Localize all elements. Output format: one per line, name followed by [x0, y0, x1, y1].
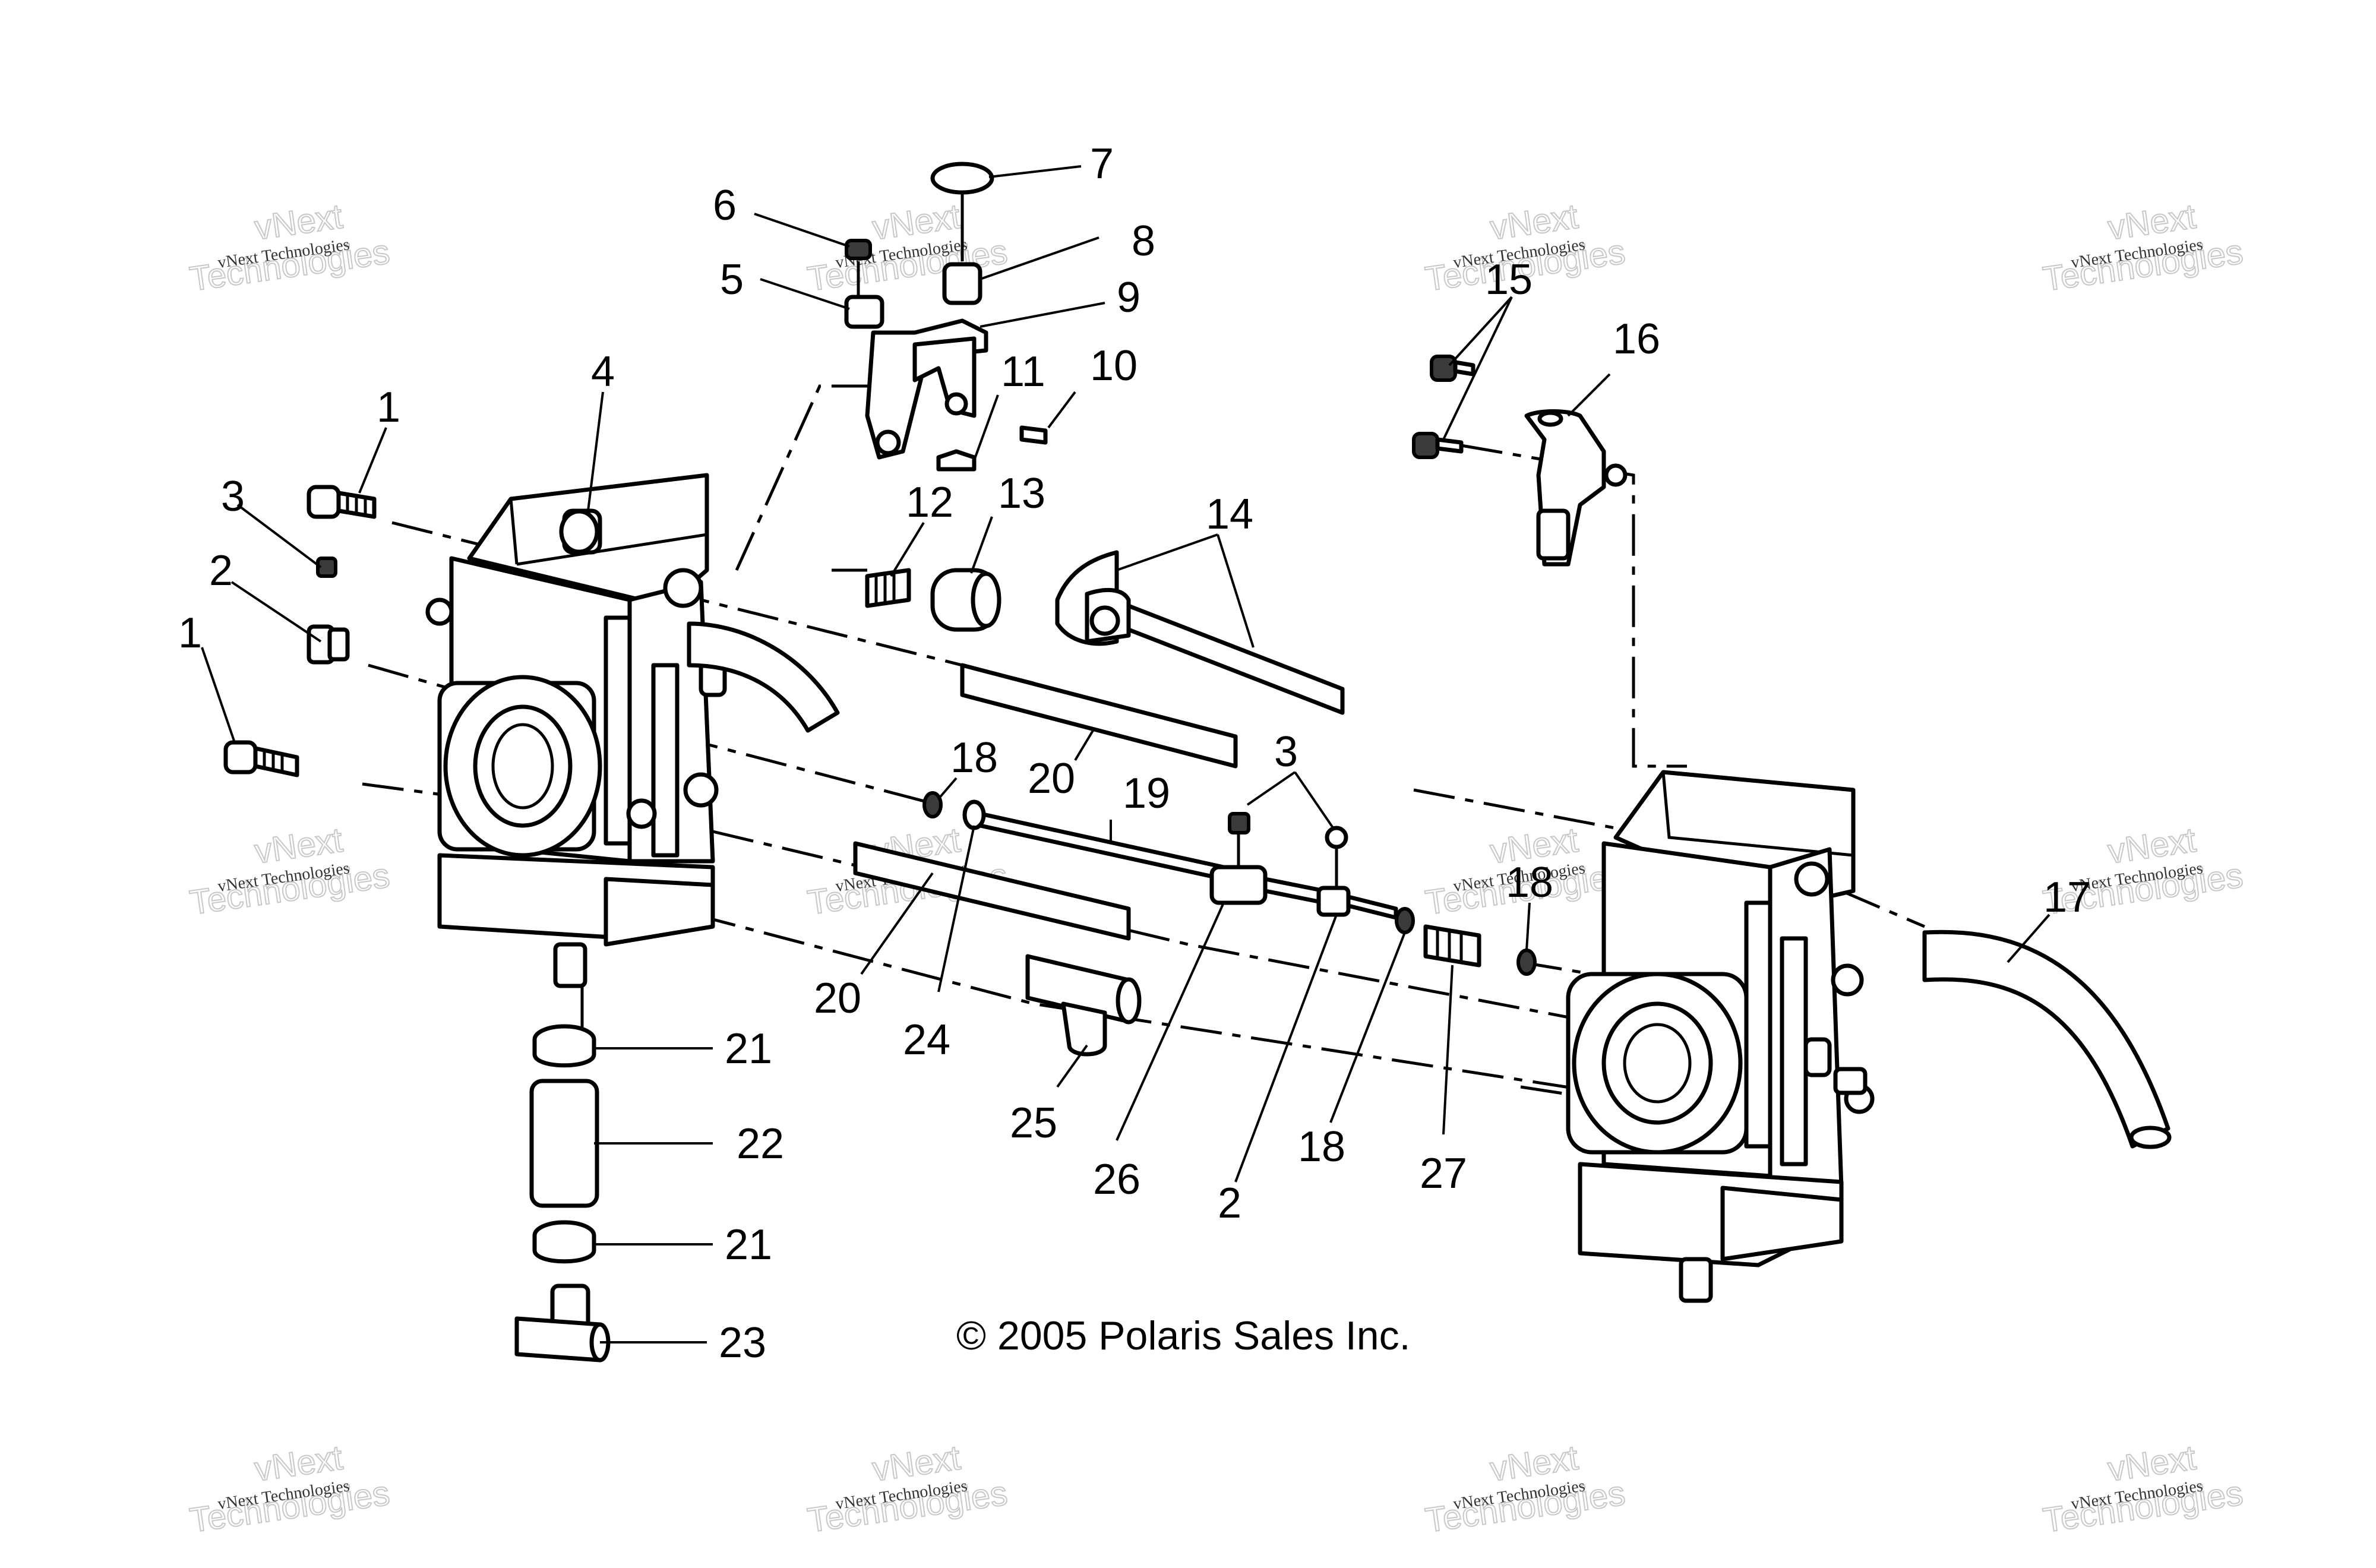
hose-17 [1922, 930, 2172, 1149]
screw-1-lower [223, 740, 299, 777]
clamp-2 [307, 624, 350, 665]
bracket-16 [1524, 409, 1628, 567]
left-carburetor [425, 473, 840, 988]
rod-20-lower [853, 841, 1131, 941]
callout-18-left: 18 [950, 734, 998, 782]
linkage-26 [1209, 812, 1398, 920]
callout-16: 16 [1613, 315, 1660, 363]
washer-18 [922, 791, 943, 818]
callout-11: 11 [1001, 348, 1045, 396]
hose-22 [529, 1079, 599, 1208]
callout-9: 9 [1117, 274, 1140, 321]
callout-4: 4 [591, 348, 615, 396]
callout-20-lower: 20 [814, 975, 861, 1022]
callout-15: 15 [1485, 256, 1533, 304]
rod-20-upper [960, 663, 1238, 769]
throttle-bracket [844, 162, 1048, 472]
watermark: vNext Technologies vNext Technologies [1423, 1438, 1628, 1541]
callout-5: 5 [720, 256, 744, 304]
callout-17: 17 [2043, 874, 2091, 921]
watermark: vNext Technologies vNext Technologies [2040, 197, 2246, 299]
callout-21-lower: 21 [725, 1221, 772, 1269]
callout-13: 13 [998, 470, 1045, 517]
watermark: vNext Technologies vNext Technologies [805, 1438, 1010, 1541]
callout-23: 23 [719, 1319, 766, 1367]
callout-1-lower: 1 [178, 609, 202, 657]
shaft-19 [978, 811, 1226, 881]
nut-3 [316, 557, 337, 578]
callout-18-bottom: 18 [1298, 1123, 1345, 1171]
roller-4 [559, 509, 599, 554]
callout-1-upper: 1 [377, 384, 400, 431]
callout-6: 6 [713, 182, 737, 229]
spring-27 [1423, 924, 1481, 968]
callout-2-left: 2 [209, 547, 233, 595]
sleeve-13 [930, 568, 1001, 632]
leader-lines [201, 165, 2050, 1343]
washer-18-right [1516, 949, 1537, 976]
callout-14: 14 [1206, 491, 1253, 538]
washer-24 [962, 799, 986, 830]
callout-8: 8 [1132, 217, 1155, 265]
clamp-21-upper [532, 1024, 596, 1068]
callout-25: 25 [1010, 1099, 1057, 1147]
callout-3-left: 3 [221, 473, 245, 520]
callout-3-right: 3 [1274, 728, 1298, 776]
washer-18-mid [1395, 907, 1415, 934]
callout-20-upper: 20 [1028, 755, 1075, 802]
watermark: vNext Technologies vNext Technologies [2040, 1438, 2246, 1541]
callout-24: 24 [903, 1016, 950, 1064]
clamp-21-lower [532, 1220, 596, 1264]
watermark: vNext Technologies vNext Technologies [187, 1438, 393, 1541]
callout-numbers: 1 1 2 3 4 5 6 7 8 9 10 11 12 13 14 15 16… [178, 140, 2091, 1367]
copyright-notice: © 2005 Polaris Sales Inc. [956, 1313, 1411, 1358]
callout-22: 22 [737, 1120, 784, 1168]
callout-10: 10 [1090, 342, 1138, 390]
callout-19: 19 [1123, 770, 1170, 817]
callout-26: 26 [1093, 1156, 1140, 1203]
callout-12: 12 [906, 479, 953, 526]
spring-12 [865, 568, 911, 608]
loose-parts [223, 162, 2172, 1362]
callout-18-right: 18 [1506, 859, 1553, 906]
screws-15 [1412, 355, 1475, 459]
watermark: vNext Technologies vNext Technologies [187, 197, 393, 299]
callout-27: 27 [1420, 1150, 1467, 1197]
tee-fitting-25 [1025, 954, 1142, 1057]
tee-fitting-23 [514, 1284, 611, 1362]
watermark: vNext Technologies vNext Technologies [187, 820, 393, 923]
screw-1-upper [307, 485, 377, 519]
callout-21-upper: 21 [725, 1025, 772, 1073]
throttle-cam-14 [1055, 550, 1345, 715]
callout-2-right: 2 [1218, 1180, 1241, 1227]
callout-7: 7 [1090, 140, 1114, 188]
right-carburetor [1566, 770, 1875, 1303]
